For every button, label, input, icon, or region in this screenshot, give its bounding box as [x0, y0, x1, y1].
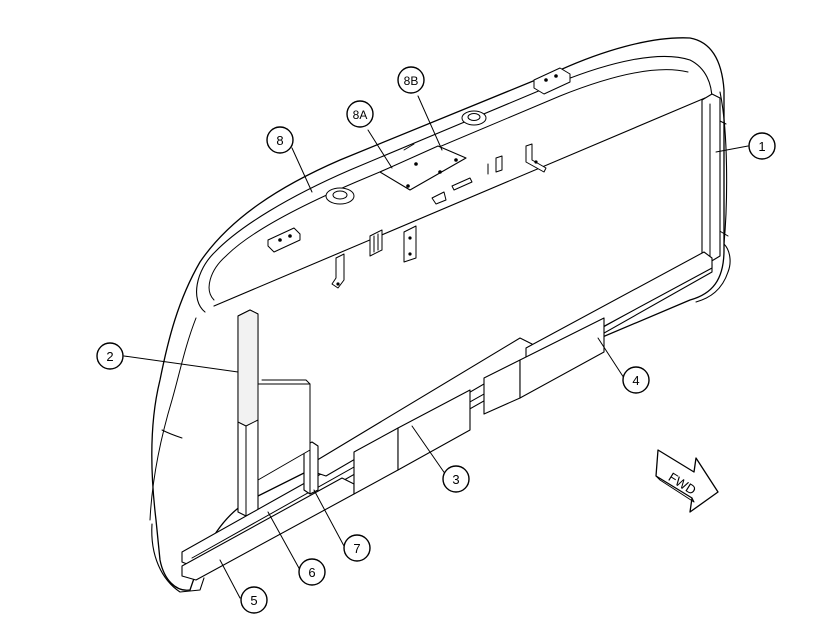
svg-text:1: 1 [758, 139, 765, 154]
shell-body [149, 37, 731, 593]
fwd-arrow-icon: FWD [655, 449, 719, 513]
callout-6: 6 [298, 558, 326, 586]
callout-7: 7 [343, 534, 371, 562]
callout-8: 8 [266, 126, 294, 154]
svg-text:5: 5 [250, 593, 257, 608]
svg-text:8: 8 [276, 133, 283, 148]
callout-3: 3 [442, 465, 470, 493]
svg-text:7: 7 [353, 541, 360, 556]
svg-text:6: 6 [308, 565, 315, 580]
callout-4: 4 [622, 366, 650, 394]
svg-text:8B: 8B [404, 74, 419, 88]
svg-text:4: 4 [632, 373, 639, 388]
callout-8b: 8B [397, 66, 425, 94]
callout-8a: 8A [346, 100, 374, 128]
hanging-blocks [353, 317, 605, 495]
callout-1: 1 [748, 132, 776, 160]
svg-text:2: 2 [106, 349, 113, 364]
callout-2: 2 [96, 342, 124, 370]
leader-lines [123, 95, 749, 599]
callout-5: 5 [240, 586, 268, 614]
svg-text:8A: 8A [353, 108, 368, 122]
svg-text:3: 3 [452, 472, 459, 487]
top-fittings [267, 67, 571, 289]
